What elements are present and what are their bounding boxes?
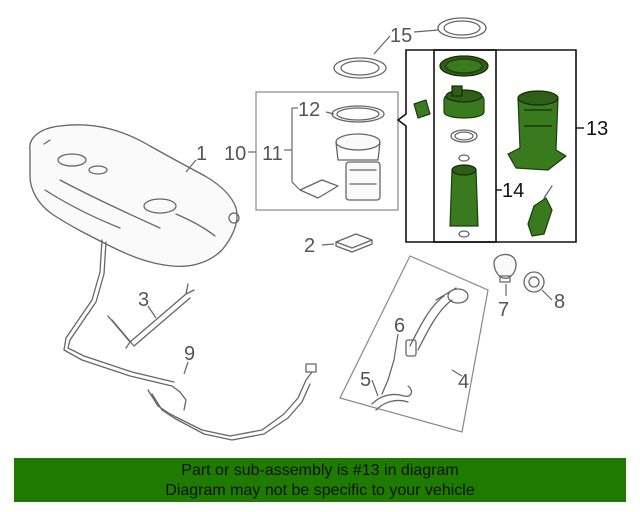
callout-14: 14: [502, 180, 524, 202]
callout-15: 15: [390, 25, 412, 47]
assembly-box-part-13: [396, 49, 577, 243]
lock-ring-part-15[interactable]: [333, 17, 487, 79]
sender-assembly-part-11[interactable]: [299, 105, 385, 201]
info-banner: Part or sub-assembly is #13 in diagram D…: [14, 458, 626, 502]
pad-part-2[interactable]: [335, 233, 373, 253]
hose-part-6[interactable]: [381, 359, 395, 395]
pump-module-part-13[interactable]: [413, 55, 567, 238]
sub-assembly-box-part-14: [433, 49, 497, 243]
callout-9: 9: [184, 343, 195, 365]
sender-assembly-box: [255, 91, 399, 211]
callout-13: 13: [586, 118, 608, 140]
filler-neck-assembly-part-4[interactable]: [339, 255, 489, 433]
callout-2: 2: [304, 235, 315, 257]
banner-line-2: Diagram may not be specific to your vehi…: [165, 482, 475, 499]
callout-6: 6: [394, 315, 405, 337]
callout-7: 7: [498, 299, 509, 321]
callout-1: 1: [196, 143, 207, 165]
callout-3: 3: [138, 289, 149, 311]
callout-10: 10: [224, 143, 246, 165]
strap-part-3[interactable]: [107, 283, 195, 349]
fuel-lines-part-9[interactable]: [63, 239, 317, 441]
callout-4: 4: [458, 371, 469, 393]
cap-part-8[interactable]: [523, 271, 545, 293]
callout-11: 11: [262, 143, 283, 165]
banner-line-1: Part or sub-assembly is #13 in diagram: [181, 462, 459, 479]
callout-8: 8: [554, 291, 565, 313]
cap-part-7[interactable]: [493, 253, 517, 283]
fuel-tank-part-1[interactable]: [29, 124, 240, 268]
callout-12: 12: [298, 99, 320, 121]
callout-5: 5: [360, 369, 371, 391]
